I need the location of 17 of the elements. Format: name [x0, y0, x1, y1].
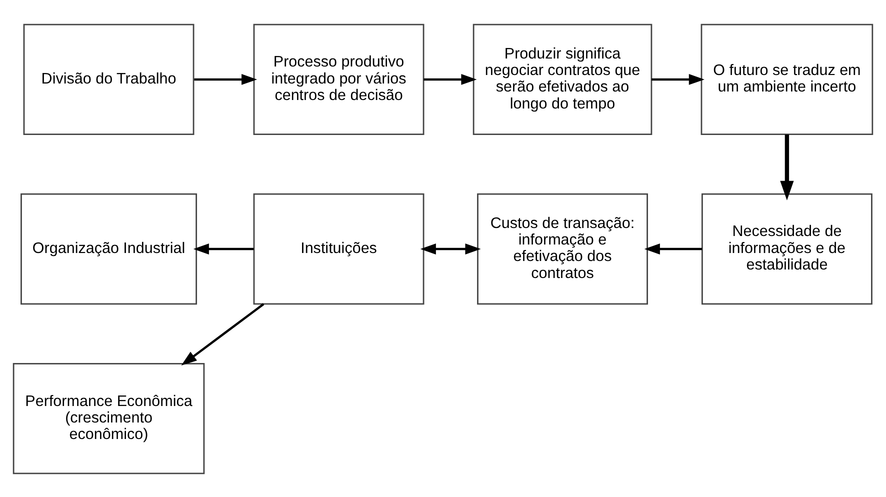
node-box: Necessidade de informações e de estabilidade	[701, 192, 872, 304]
arrow	[181, 302, 264, 366]
arrow	[424, 74, 477, 84]
node-box: Performance Econômica (crescimento econômico)	[12, 362, 205, 474]
node-box: Divisão do Trabalho	[23, 23, 194, 135]
node-box: Produzir significa negociar contratos que serão efetivados ao longo do tempo	[472, 23, 652, 135]
arrow	[420, 243, 481, 254]
node-box: Custos de transação: informação e efetivação dos contratos	[477, 192, 648, 304]
arrow	[194, 74, 258, 84]
arrow	[652, 74, 704, 84]
node-box: Instituições	[253, 192, 424, 304]
node-box: Organização Industrial	[20, 192, 198, 304]
arrow	[644, 243, 702, 254]
arrow	[193, 243, 254, 254]
node-box: Processo produtivo integrado por vários centros de decisão	[253, 23, 424, 135]
arrow	[780, 134, 794, 200]
node-box: O futuro se traduz em um ambiente incerto	[700, 23, 874, 135]
